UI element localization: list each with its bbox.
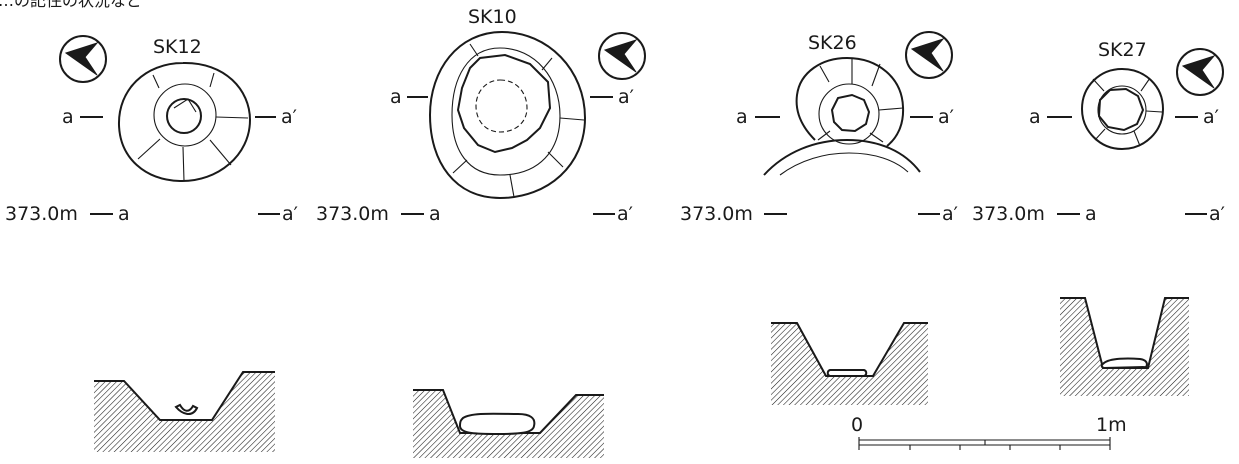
sk27-label-a: a [1029,106,1041,128]
north-arrow-icon [905,31,953,79]
scale-start-label: 0 [851,414,863,436]
scale-bar: 0 1m [851,414,1127,450]
sk12-label-a-prime: a′ [281,106,297,128]
sk26-label-a-prime: a′ [938,106,954,128]
sk26-section [771,322,928,405]
sk27-section-a: a [1085,203,1097,225]
sk12-plan: SK12 a a′ [59,35,297,183]
sk27-section-elev: 373.0m [972,203,1045,225]
sk10-section-a-prime: a′ [617,203,633,225]
sk10-section-a: a [429,203,441,225]
sk26-label-a: a [736,106,748,128]
sk12-label-a: a [62,106,74,128]
sk12-title: SK12 [153,36,202,58]
sk27-section [1060,297,1189,396]
sk26-title: SK26 [808,32,857,54]
sk10-section [413,389,604,458]
sk26-section-elev: 373.0m [680,203,753,225]
sk26-plan: SK26 a a′ [736,31,954,176]
sk10-label-a-prime: a′ [618,86,634,108]
sk12-section [94,371,275,452]
sk27-section-a-prime: a′ [1209,203,1225,225]
sk27-plan: SK27 a a′ [1029,39,1224,151]
sk27-label-a-prime: a′ [1203,106,1219,128]
sk27-title: SK27 [1098,39,1147,61]
sk12-section-a: a [118,203,130,225]
section-labels-row: 373.0m a a′ 373.0m a a′ 373.0m a′ 373.0m… [5,203,1225,225]
sk10-section-elev: 373.0m [316,203,389,225]
sk10-title: SK10 [468,6,517,28]
sk10-plan: SK10 a a′ [390,6,646,200]
sk12-section-elev: 373.0m [5,203,78,225]
header-text: …の記住の状況など [0,0,142,10]
north-arrow-icon [598,32,646,80]
north-arrow-icon [1176,48,1224,96]
sk26-section-a-prime: a′ [942,203,958,225]
sk12-section-a-prime: a′ [282,203,298,225]
sk10-label-a: a [390,86,402,108]
scale-end-label: 1m [1096,414,1127,436]
north-arrow-icon [59,35,107,83]
